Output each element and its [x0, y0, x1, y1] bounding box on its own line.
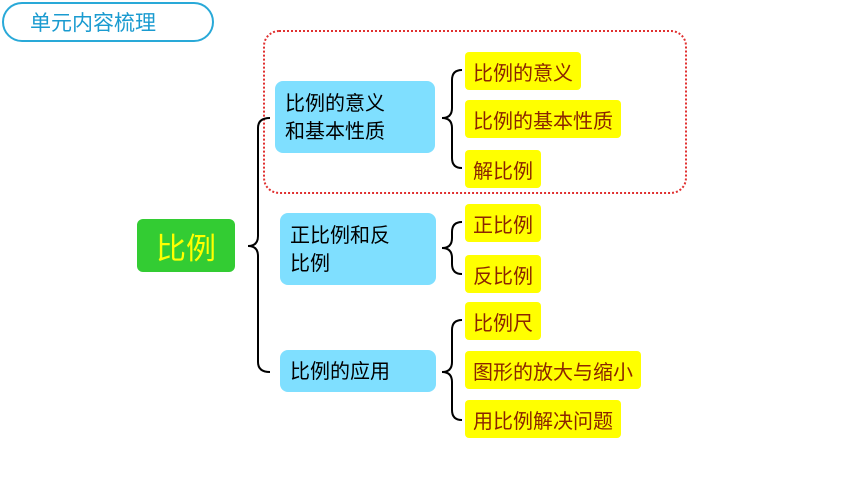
leaf-label: 正比例 [473, 212, 533, 237]
section-title: 单元内容梳理 [30, 11, 156, 35]
leaf-node: 比例尺 [465, 302, 541, 340]
leaf-node: 比例的基本性质 [465, 100, 621, 138]
root-brace [247, 117, 271, 373]
leaf-node: 反比例 [465, 255, 541, 293]
root-node: 比例 [137, 219, 235, 272]
leaf-node: 用比例解决问题 [465, 400, 621, 438]
leaf-node: 图形的放大与缩小 [465, 351, 641, 389]
group-label-line1: 比例的应用 [290, 359, 390, 383]
leaf-label: 图形的放大与缩小 [473, 359, 633, 384]
leaf-node: 解比例 [465, 150, 541, 188]
leaf-label: 比例尺 [473, 310, 533, 335]
group1-brace [441, 69, 463, 169]
group3-brace [441, 319, 463, 421]
group-label-line2: 和基本性质 [285, 119, 385, 143]
section-title-pill: 单元内容梳理 [2, 2, 214, 42]
leaf-label: 反比例 [473, 263, 533, 288]
leaf-node: 正比例 [465, 204, 541, 242]
highlight-dotted-frame [263, 30, 687, 194]
group-label-line1: 比例的意义 [285, 91, 385, 115]
group-node-application: 比例的应用 [280, 350, 436, 392]
group-label-line1: 正比例和反 [290, 223, 390, 247]
group-node-meaning: 比例的意义 和基本性质 [275, 81, 435, 153]
group-node-direct-inverse: 正比例和反 比例 [280, 213, 436, 285]
root-label: 比例 [156, 231, 216, 267]
leaf-label: 解比例 [473, 158, 533, 183]
group-label-line2: 比例 [290, 251, 330, 275]
group2-brace [441, 221, 463, 275]
leaf-label: 用比例解决问题 [473, 408, 613, 433]
leaf-label: 比例的意义 [473, 60, 573, 85]
leaf-label: 比例的基本性质 [473, 108, 613, 133]
leaf-node: 比例的意义 [465, 52, 581, 90]
